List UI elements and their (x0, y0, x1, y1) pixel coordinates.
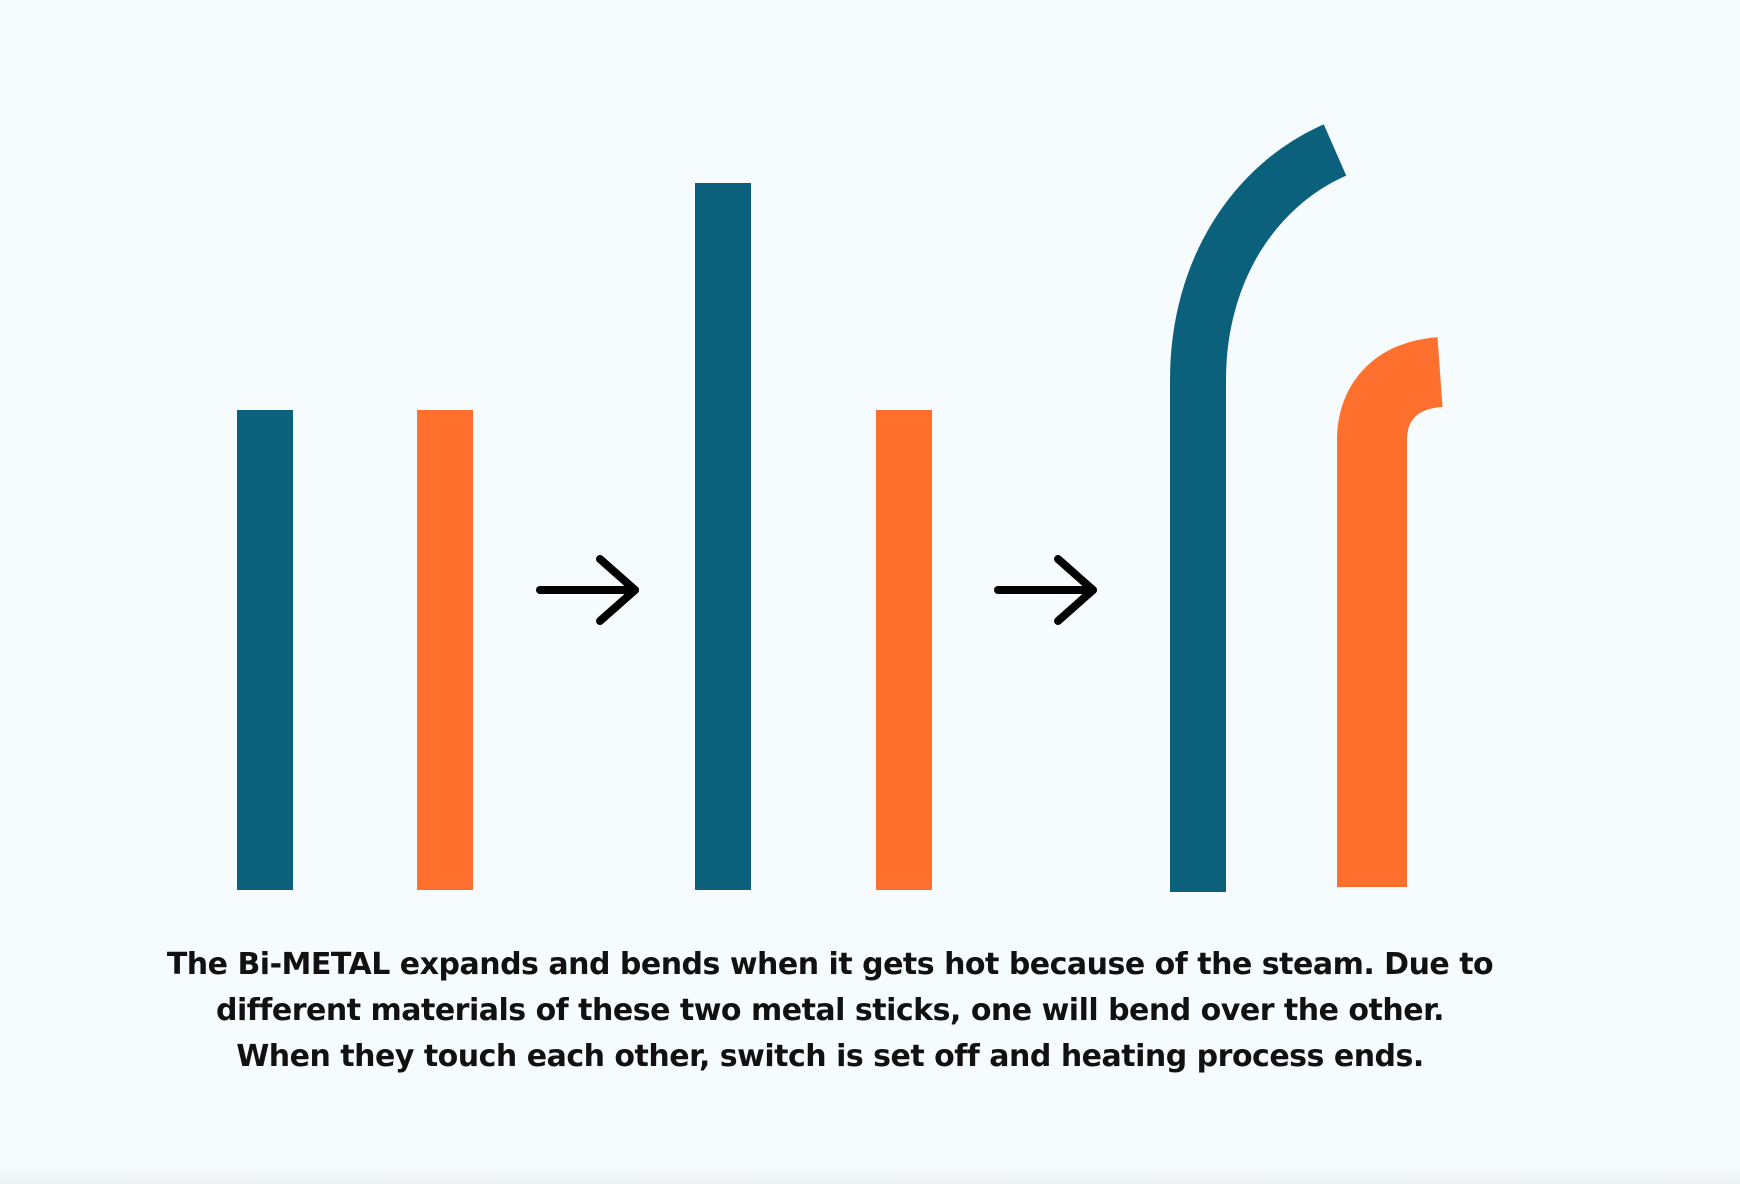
stage-initial (237, 410, 473, 890)
caption: The Bi-METAL expands and bends when it g… (120, 942, 1540, 1080)
caption-line-3: When they touch each other, switch is se… (236, 1039, 1424, 1074)
bottom-edge (0, 1164, 1740, 1184)
blue-metal-stick-expanded (695, 183, 751, 890)
stage-expanded (695, 183, 932, 890)
stage-bent (1170, 124, 1445, 892)
right-arrow-icon (536, 555, 639, 625)
right-arrow-icon (994, 555, 1097, 625)
blue-metal-stick (237, 410, 293, 890)
caption-line-1: The Bi-METAL expands and bends when it g… (166, 947, 1494, 982)
orange-metal-stick (876, 410, 932, 890)
blue-metal-stick-bent (1170, 124, 1347, 892)
orange-metal-stick (417, 410, 473, 890)
orange-metal-stick-bent (1337, 337, 1445, 887)
caption-line-2: different materials of these two metal s… (215, 993, 1445, 1028)
